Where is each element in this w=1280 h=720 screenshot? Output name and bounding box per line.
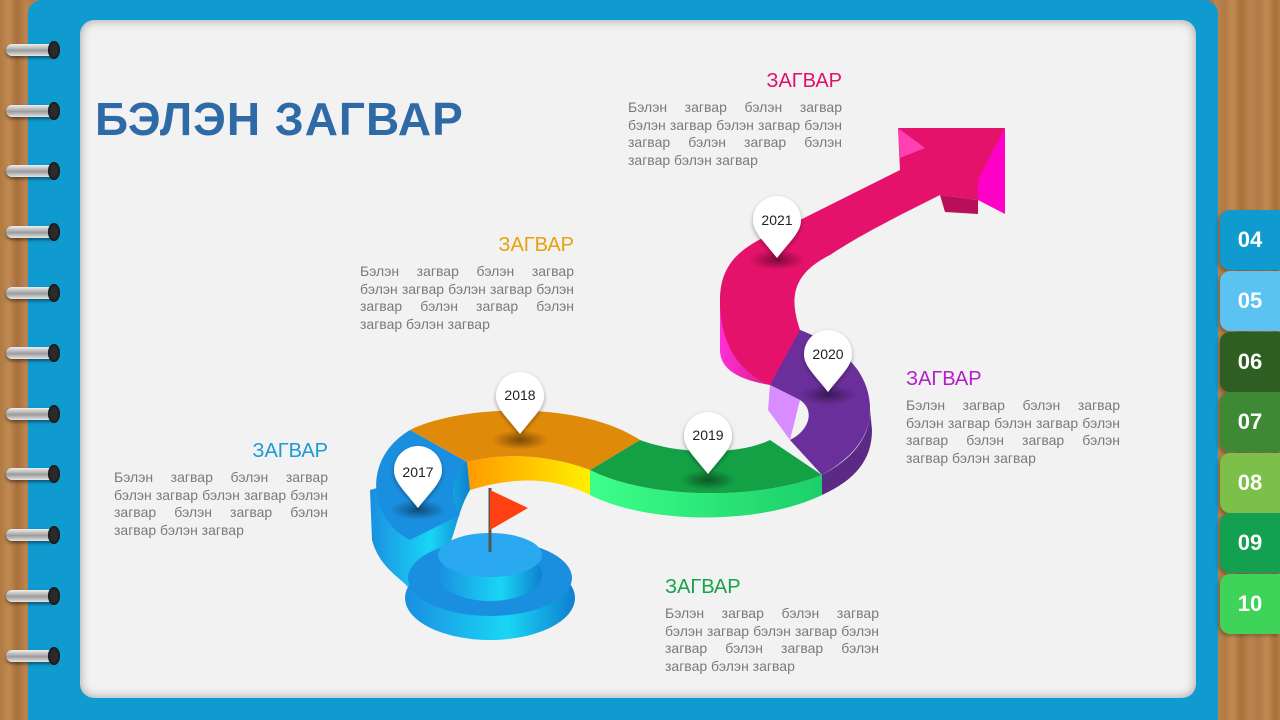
ring <box>6 526 60 544</box>
tab-09[interactable]: 09 <box>1220 513 1280 573</box>
year-label: 2019 <box>692 427 723 443</box>
milestone-description: Бэлэн загвар бэлэн загвар бэлэн загвар б… <box>665 605 879 674</box>
ring <box>6 102 60 120</box>
milestone-description: Бэлэн загвар бэлэн загвар бэлэн загвар б… <box>906 397 1120 466</box>
year-label: 2017 <box>402 464 433 480</box>
tab-07[interactable]: 07 <box>1220 392 1280 452</box>
milestone-heading: ЗАГВАР <box>498 234 574 256</box>
tab-04[interactable]: 04 <box>1220 210 1280 270</box>
ring <box>6 344 60 362</box>
year-pin-2020: 2020 <box>804 330 852 392</box>
page-title: БЭЛЭН ЗАГВАР <box>95 93 464 145</box>
milestone-heading: ЗАГВАР <box>665 576 741 598</box>
tab-06[interactable]: 06 <box>1220 332 1280 392</box>
year-pin-2021: 2021 <box>753 196 801 258</box>
milestone-description: Бэлэн загвар бэлэн загвар бэлэн загвар б… <box>628 99 842 168</box>
milestone-description: Бэлэн загвар бэлэн загвар бэлэн загвар б… <box>360 263 574 332</box>
ring <box>6 465 60 483</box>
tab-10[interactable]: 10 <box>1220 574 1280 634</box>
milestone-heading: ЗАГВАР <box>252 440 328 462</box>
ring <box>6 405 60 423</box>
ring <box>6 41 60 59</box>
year-label: 2021 <box>761 212 792 228</box>
year-label: 2018 <box>504 387 535 403</box>
milestone-2021-text: ЗАГВАР Бэлэн загвар бэлэн загвар бэлэн з… <box>628 70 842 169</box>
year-pin-2019: 2019 <box>684 412 732 474</box>
milestone-heading: ЗАГВАР <box>906 368 982 390</box>
spiral-rings <box>0 0 70 720</box>
ring <box>6 223 60 241</box>
year-label: 2020 <box>812 346 843 362</box>
tab-05[interactable]: 05 <box>1220 271 1280 331</box>
ring <box>6 587 60 605</box>
notebook-page <box>80 20 1196 698</box>
ring <box>6 647 60 665</box>
ring <box>6 162 60 180</box>
milestone-2020-text: ЗАГВАР Бэлэн загвар бэлэн загвар бэлэн з… <box>906 368 1120 467</box>
year-pin-2018: 2018 <box>496 372 544 434</box>
milestone-2017-text: ЗАГВАР Бэлэн загвар бэлэн загвар бэлэн з… <box>114 440 328 539</box>
tab-08[interactable]: 08 <box>1220 453 1280 513</box>
milestone-2019-text: ЗАГВАР Бэлэн загвар бэлэн загвар бэлэн з… <box>665 576 879 675</box>
milestone-heading: ЗАГВАР <box>766 70 842 92</box>
ring <box>6 284 60 302</box>
start-flag-icon <box>488 488 528 552</box>
milestone-2018-text: ЗАГВАР Бэлэн загвар бэлэн загвар бэлэн з… <box>360 234 574 333</box>
year-pin-2017: 2017 <box>394 446 442 508</box>
road-segment-2021 <box>720 128 1005 385</box>
milestone-description: Бэлэн загвар бэлэн загвар бэлэн загвар б… <box>114 469 328 538</box>
